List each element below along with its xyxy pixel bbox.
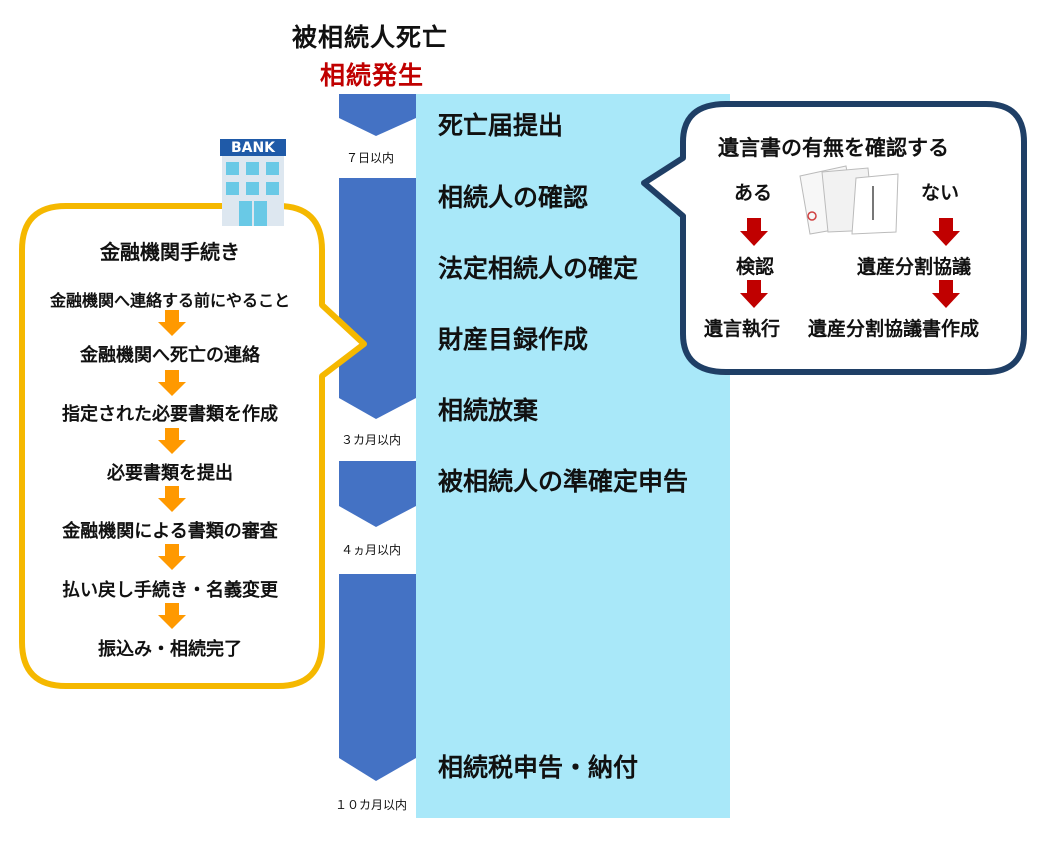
will-partition-talks: 遺産分割協議 xyxy=(857,256,972,278)
will-partition-agreement: 遺産分割協議書作成 xyxy=(808,318,980,340)
bank-step-3: 指定された必要書類を作成 xyxy=(62,404,278,425)
will-probate: 検認 xyxy=(736,256,775,278)
bank-step-1: 金融機関へ連絡する前にやること xyxy=(49,291,290,310)
timeline-arrow-4months xyxy=(339,461,416,527)
bank-step-4: 必要書類を提出 xyxy=(107,463,233,484)
will-check-title: 遺言書の有無を確認する xyxy=(718,136,949,160)
timeline-arrow-3months xyxy=(339,178,416,419)
timeline-arrow-10months xyxy=(339,574,416,781)
will-yes-label: ある xyxy=(734,182,773,204)
red-arrow-yes-2 xyxy=(740,280,768,308)
timeline-arrow-7days xyxy=(339,94,416,136)
bank-sign: BANK xyxy=(231,140,276,156)
will-flow-arrows xyxy=(740,218,960,308)
deadline-7days: ７日以内 xyxy=(346,151,395,165)
bank-step-5: 金融機関による書類の審査 xyxy=(62,521,278,542)
step-asset-inventory: 財産目録作成 xyxy=(438,325,589,354)
will-document-icon xyxy=(799,165,899,235)
orange-arrow-5 xyxy=(158,544,186,570)
will-bubble xyxy=(641,101,1027,375)
bank-flow-arrows xyxy=(158,310,186,629)
deadline-10months: １０カ月以内 xyxy=(335,798,408,812)
orange-arrow-1 xyxy=(158,310,186,336)
bank-procedures-title: 金融機関手続き xyxy=(100,240,240,264)
red-arrow-yes-1 xyxy=(740,218,768,246)
step-quasi-final-return: 被相続人の準確定申告 xyxy=(438,467,689,496)
step-inheritance-tax: 相続税申告・納付 xyxy=(438,753,639,782)
step-renunciation: 相続放棄 xyxy=(438,396,539,425)
step-identify-heirs: 相続人の確認 xyxy=(438,183,589,212)
bank-bubble xyxy=(19,203,367,689)
step-death-notice: 死亡届提出 xyxy=(438,111,564,140)
header-inheritance-start: 相続発生 xyxy=(320,61,425,90)
orange-arrow-3 xyxy=(158,428,186,454)
bank-step-7: 振込み・相続完了 xyxy=(98,639,242,660)
deadline-3months: ３カ月以内 xyxy=(341,433,402,447)
red-arrow-no-2 xyxy=(932,280,960,308)
orange-arrow-6 xyxy=(158,603,186,629)
bank-step-2: 金融機関へ死亡の連絡 xyxy=(80,345,260,366)
header-deceased: 被相続人死亡 xyxy=(292,23,449,52)
deadline-4months: ４ヵ月以内 xyxy=(341,543,402,557)
step-legal-heirs: 法定相続人の確定 xyxy=(438,254,639,283)
will-no-label: ない xyxy=(921,182,960,204)
red-arrow-no-1 xyxy=(932,218,960,246)
bank-building-icon: BANK xyxy=(220,139,286,226)
will-execution: 遺言執行 xyxy=(704,318,781,340)
orange-arrow-4 xyxy=(158,486,186,512)
bank-step-6: 払い戻し手続き・名義変更 xyxy=(62,580,278,601)
orange-arrow-2 xyxy=(158,370,186,396)
